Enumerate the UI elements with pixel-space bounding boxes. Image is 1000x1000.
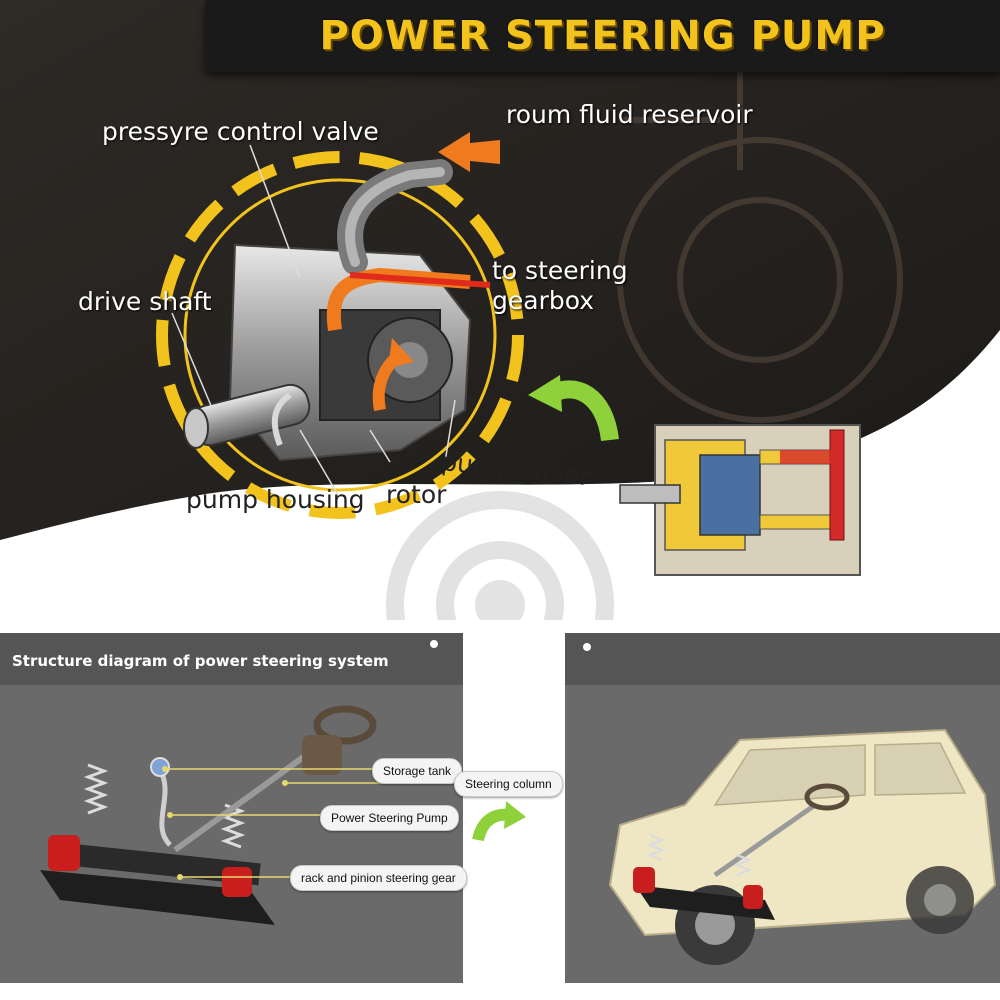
- reservoir-inlet-arrow: [438, 132, 500, 172]
- title-bar: [205, 0, 1000, 72]
- green-arrow-right-icon: [472, 801, 526, 842]
- pump-cross-section: [619, 424, 861, 576]
- fluid-reservoir-label: roum fluid reservoir: [506, 100, 753, 129]
- callout-rack-and-pinion: rack and pinion steering gear: [290, 865, 467, 891]
- drive-shaft-label: drive shaft: [78, 287, 212, 316]
- gearbox-label: gearbox: [492, 286, 595, 315]
- pin-dot: [430, 640, 438, 648]
- pin-dot: [583, 643, 591, 651]
- callout-power-steering-pump: Power Steering Pump: [320, 805, 459, 831]
- dashed-ring: [156, 151, 524, 519]
- pressure-control-valve-label: pressyre control valve: [102, 117, 379, 146]
- page-title: POWER STEERING PUMP: [319, 13, 886, 59]
- rotor-label: rotor: [386, 480, 447, 509]
- to-steering-label: to steering: [492, 256, 628, 285]
- structure-panel-header: [0, 633, 463, 685]
- callout-storage-tank: Storage tank: [372, 758, 463, 784]
- pump-illustration: [156, 132, 861, 576]
- inner-ring: [183, 178, 497, 492]
- callout-steering-column: Steering column: [454, 771, 563, 797]
- pump-housing-label: pump housing: [186, 485, 365, 514]
- flow-path-red: [349, 272, 491, 288]
- rotation-arrow: [271, 392, 292, 447]
- structure-panel-title: Structure diagram of power steering syst…: [12, 652, 389, 670]
- vehicle-panel-header: [565, 633, 1000, 685]
- steering-system-diagram: [40, 705, 460, 925]
- vehicle-illustration: [608, 728, 997, 965]
